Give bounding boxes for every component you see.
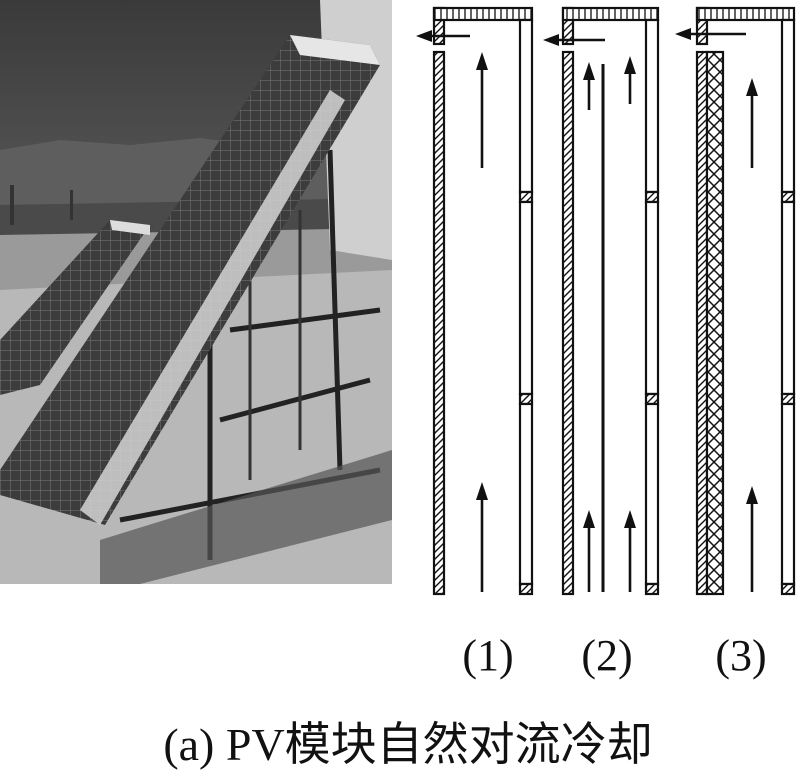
pv-modules-photo — [0, 0, 392, 584]
figure-caption: (a) PV模块自然对流冷却 — [163, 719, 652, 770]
panel-1-label: (1) — [462, 631, 513, 680]
panel-2-channel — [543, 6, 660, 596]
panel-3-channel — [675, 6, 796, 596]
panel-2-label: (2) — [581, 631, 632, 680]
panel-1-channel — [416, 6, 534, 596]
panel-3-label: (3) — [715, 631, 766, 680]
